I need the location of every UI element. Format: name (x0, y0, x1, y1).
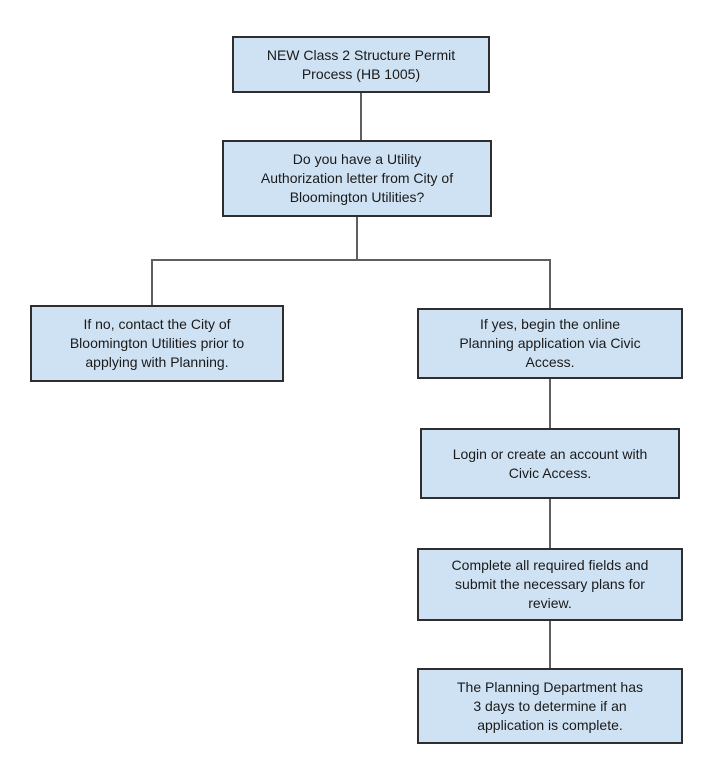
flow-node-decision-utility-letter: Do you have a Utility Authorization lett… (222, 140, 492, 217)
flow-node-complete-fields: Complete all required fields and submit … (417, 548, 683, 621)
connector-start-to-decision (360, 92, 362, 141)
flow-node-review-window: The Planning Department has 3 days to de… (417, 668, 683, 744)
connector-branch-horizontal (151, 259, 551, 261)
connector-complete-to-review (549, 620, 551, 669)
connector-yes-to-login (549, 378, 551, 429)
flow-node-yes-branch: If yes, begin the online Planning applic… (417, 308, 683, 379)
connector-branch-no-drop (151, 259, 153, 306)
flow-node-no-branch: If no, contact the City of Bloomington U… (30, 305, 284, 382)
flow-node-login-civic-access: Login or create an account with Civic Ac… (420, 428, 680, 499)
connector-branch-yes-drop (549, 259, 551, 309)
connector-decision-stem (356, 216, 358, 260)
flow-node-start: NEW Class 2 Structure Permit Process (HB… (232, 36, 490, 93)
connector-login-to-complete (549, 498, 551, 549)
